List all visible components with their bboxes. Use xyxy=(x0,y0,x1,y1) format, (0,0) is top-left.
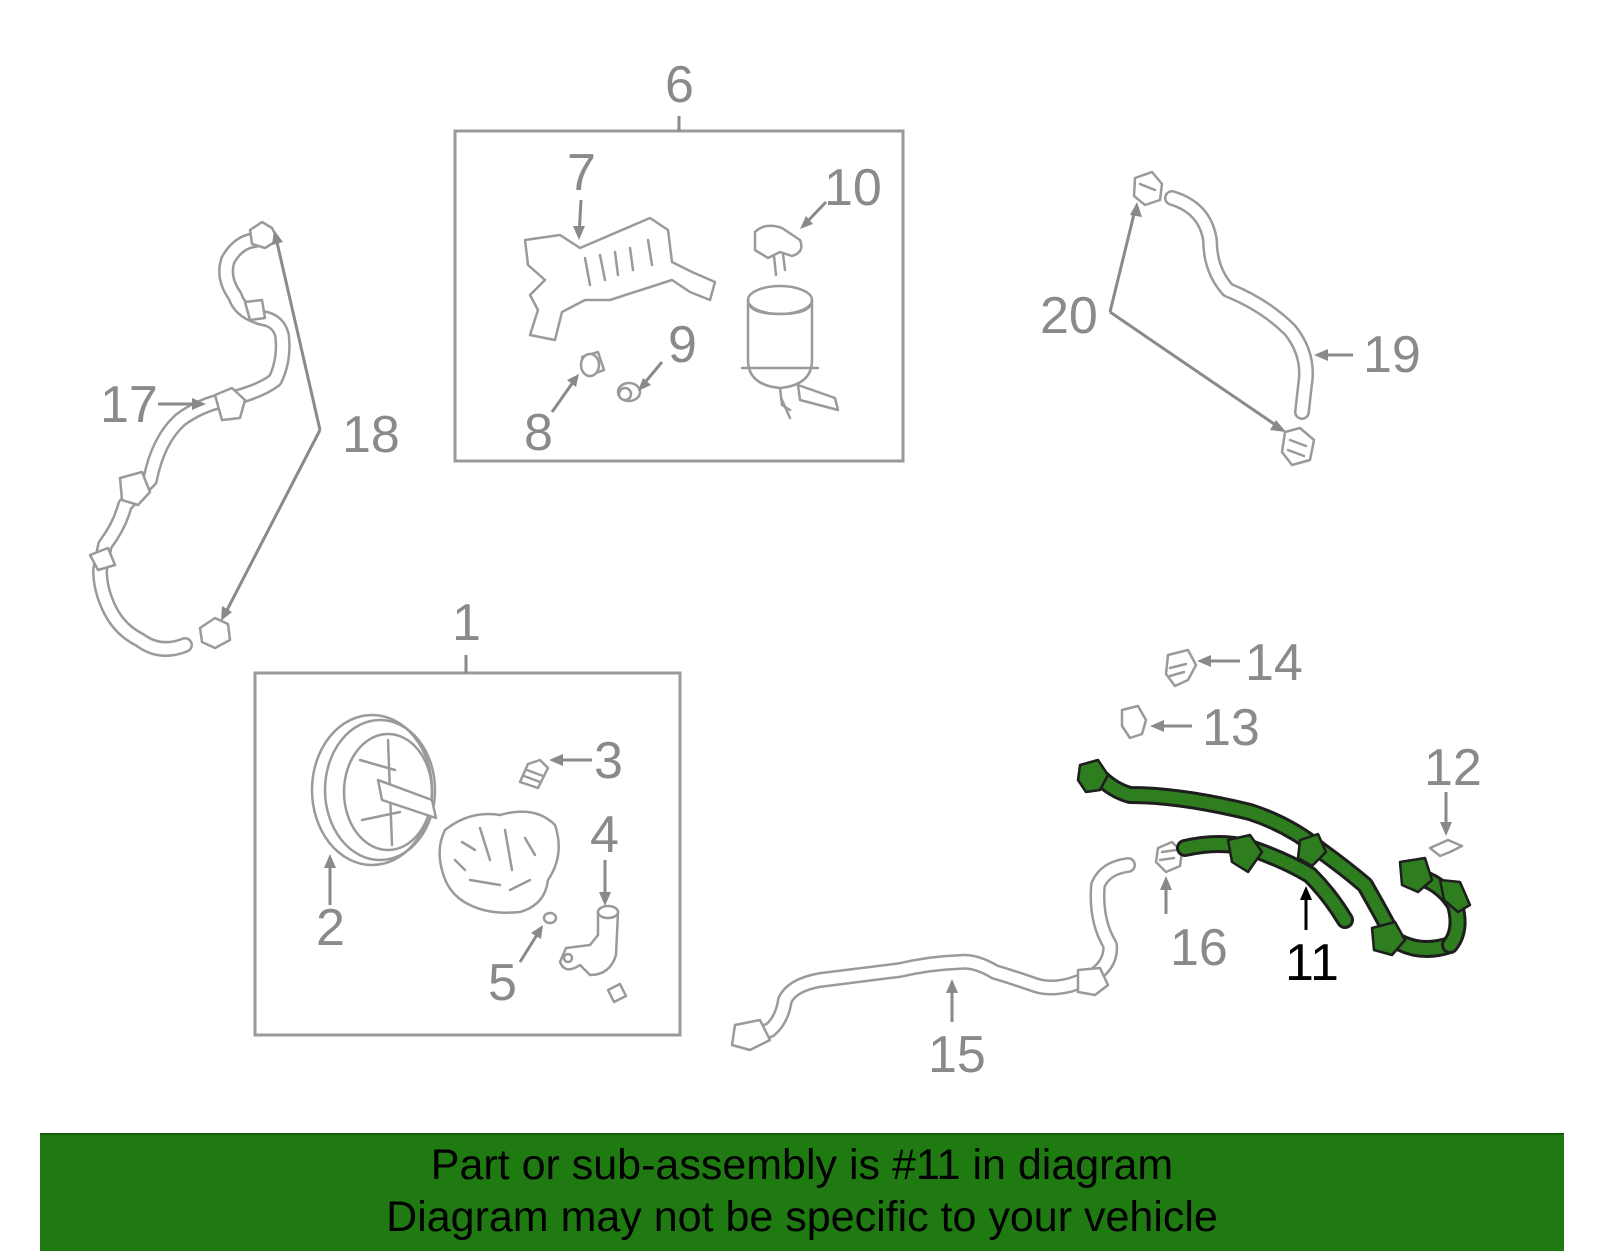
callout-7: 7 xyxy=(567,144,596,202)
callout-2: 2 xyxy=(316,899,345,957)
callout-17: 17 xyxy=(100,376,158,434)
union-fitting-part-4[interactable] xyxy=(558,904,620,977)
grommet-part-8[interactable] xyxy=(579,350,606,378)
small-bolt xyxy=(606,982,628,1004)
group-6-reservoir-assembly xyxy=(453,116,905,463)
callout-6: 6 xyxy=(665,56,694,114)
banner-disclaimer: Diagram may not be specific to your vehi… xyxy=(386,1193,1218,1241)
callout-5: 5 xyxy=(488,954,517,1012)
callout-20: 20 xyxy=(1040,287,1098,345)
callout-8: 8 xyxy=(524,404,553,462)
callout-16: 16 xyxy=(1170,919,1228,977)
pump-body xyxy=(438,810,560,914)
callout-15: 15 xyxy=(928,1026,986,1084)
callout-13: 13 xyxy=(1202,699,1260,757)
reservoir-cap-part-10[interactable] xyxy=(753,224,803,277)
callout-18: 18 xyxy=(342,406,400,464)
grommet-part-16[interactable] xyxy=(1154,840,1184,874)
clip-part-12[interactable] xyxy=(1428,838,1464,858)
o-ring-part-5[interactable] xyxy=(542,911,558,925)
pulley-part-2[interactable] xyxy=(310,713,438,867)
clamp-part-14[interactable] xyxy=(1164,648,1198,688)
pressure-hose-part-11-highlighted[interactable] xyxy=(1076,758,1472,958)
info-banner: Part or sub-assembly is #11 in diagram D… xyxy=(40,1133,1564,1251)
callout-9: 9 xyxy=(668,316,697,374)
clamp-part-18-bottom[interactable] xyxy=(198,616,232,650)
callout-19: 19 xyxy=(1363,326,1421,384)
callout-11: 11 xyxy=(1285,934,1339,992)
clamp-part-20-top[interactable] xyxy=(1132,170,1164,207)
banner-part-note: Part or sub-assembly is #11 in diagram xyxy=(430,1141,1174,1189)
return-hose-part-17[interactable] xyxy=(88,232,291,657)
reservoir-hose-part-19[interactable] xyxy=(1164,190,1314,420)
callout-14: 14 xyxy=(1245,634,1303,692)
callout-10: 10 xyxy=(824,159,882,217)
clamp-part-13[interactable] xyxy=(1120,704,1148,740)
callout-3: 3 xyxy=(594,732,623,790)
callout-1: 1 xyxy=(452,594,481,652)
callout-12: 12 xyxy=(1424,739,1482,797)
callout-4: 4 xyxy=(590,806,619,864)
return-line-part-15[interactable] xyxy=(730,857,1136,1052)
bracket-part-7[interactable] xyxy=(523,216,717,342)
reservoir-body xyxy=(740,284,840,420)
clamp-part-20-bottom[interactable] xyxy=(1280,426,1316,467)
bolt-part-3[interactable] xyxy=(518,758,550,790)
grommet-part-9[interactable] xyxy=(616,381,642,403)
group-1-pump-assembly xyxy=(253,655,682,1037)
